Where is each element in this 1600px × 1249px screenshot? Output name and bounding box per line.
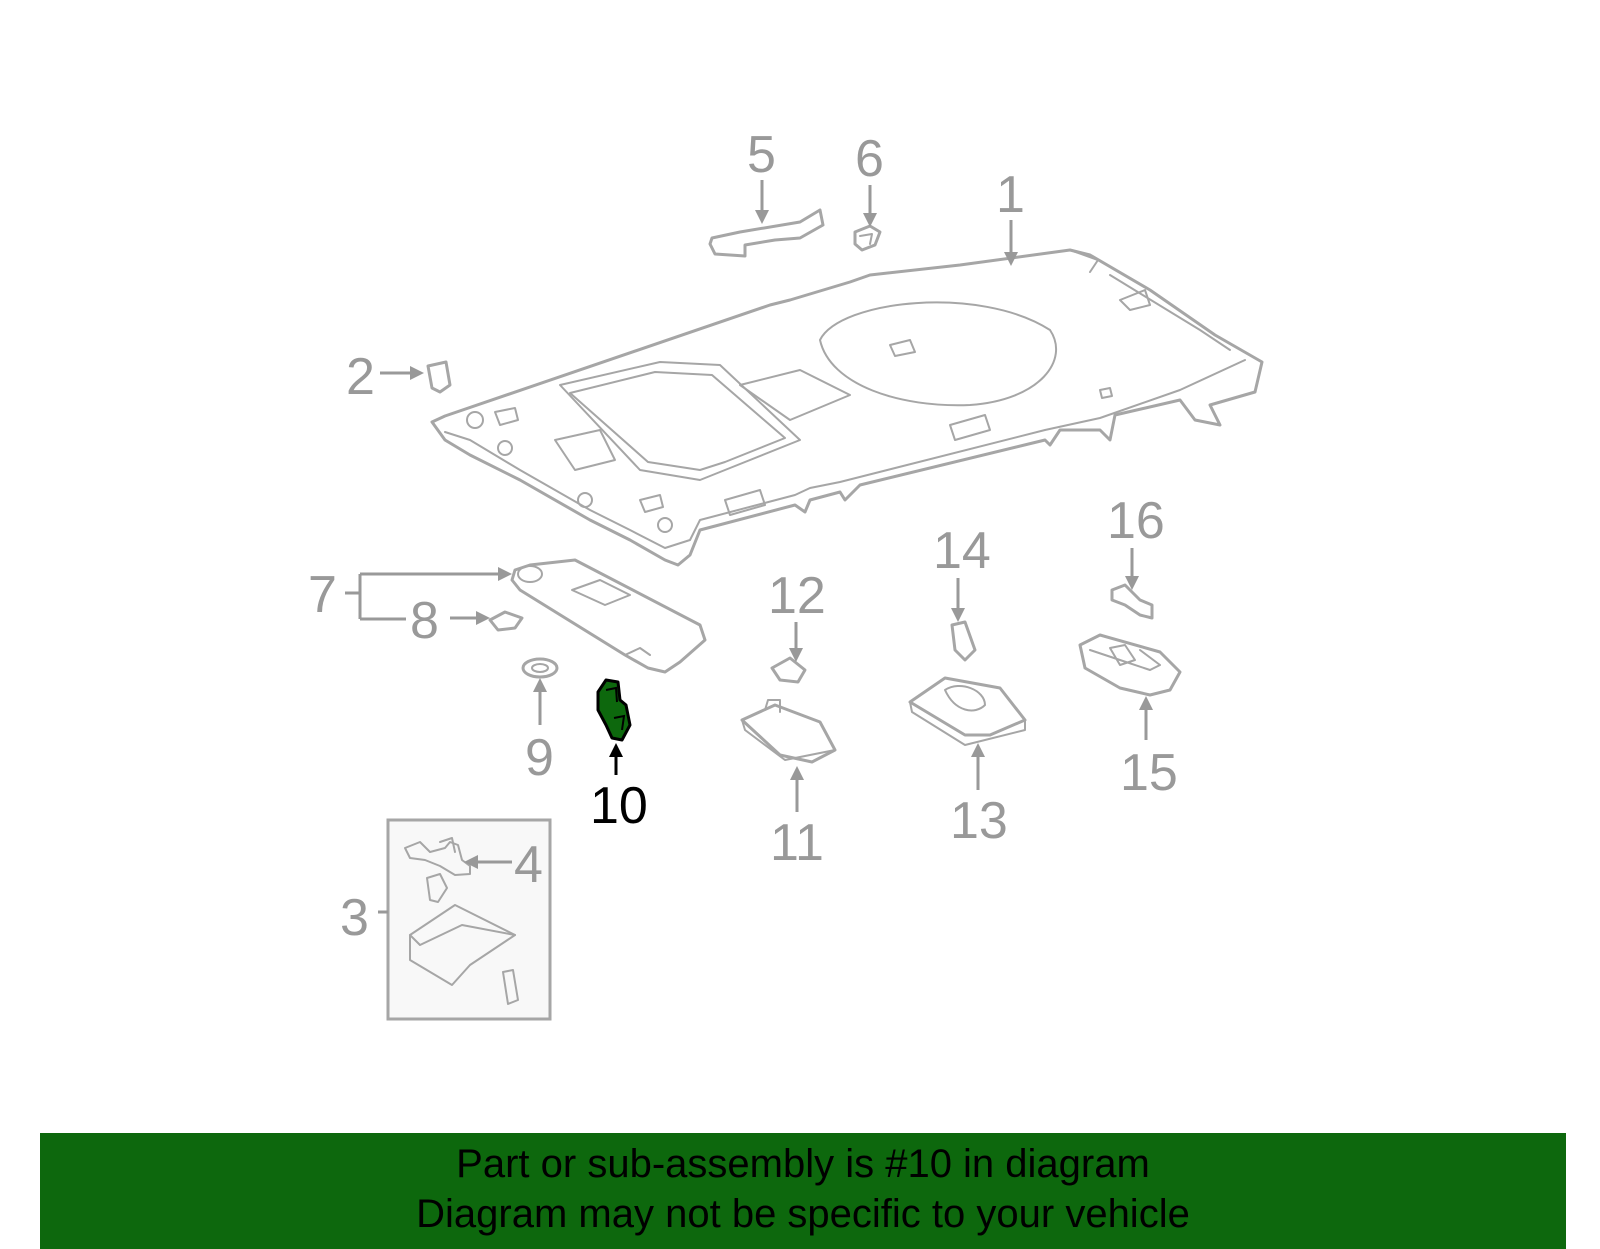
notice-banner: Part or sub-assembly is #10 in diagram D… bbox=[40, 1133, 1566, 1249]
callout-15: 15 bbox=[1120, 744, 1178, 802]
callout-9: 9 bbox=[525, 729, 554, 787]
callout-6: 6 bbox=[855, 130, 884, 188]
part-8-clip[interactable] bbox=[488, 610, 524, 632]
part-16-connector[interactable] bbox=[1110, 583, 1154, 620]
part-3-lamp-assembly[interactable] bbox=[386, 818, 552, 1021]
callout-3: 3 bbox=[340, 889, 369, 947]
part-15-lamp-cover[interactable] bbox=[1078, 633, 1182, 697]
callout-4: 4 bbox=[514, 836, 543, 894]
part-1-headliner[interactable] bbox=[430, 248, 1264, 567]
banner-part-line: Part or sub-assembly is #10 in diagram bbox=[456, 1142, 1150, 1186]
part-10-visor-holder[interactable] bbox=[596, 678, 632, 742]
callout-13: 13 bbox=[950, 792, 1008, 850]
callout-2: 2 bbox=[346, 348, 375, 406]
callout-1: 1 bbox=[996, 166, 1025, 224]
part-7-sun-visor[interactable] bbox=[510, 558, 707, 674]
callout-5: 5 bbox=[747, 126, 776, 184]
callout-11: 11 bbox=[770, 814, 824, 872]
callout-16: 16 bbox=[1107, 492, 1165, 550]
banner-disclaimer-line: Diagram may not be specific to your vehi… bbox=[416, 1192, 1190, 1236]
callout-7: 7 bbox=[308, 566, 337, 624]
callout-10[interactable]: 10 bbox=[590, 777, 648, 835]
part-11-lamp-housing[interactable] bbox=[740, 699, 837, 764]
part-2-clip[interactable] bbox=[426, 360, 452, 394]
callout-12: 12 bbox=[768, 567, 826, 625]
part-12-bulb[interactable] bbox=[770, 656, 807, 684]
leader-lines bbox=[345, 180, 1153, 914]
callout-8: 8 bbox=[410, 592, 439, 650]
part-6-clip[interactable] bbox=[853, 224, 882, 252]
callout-labels: 1 2 3 4 5 6 7 8 9 10 11 12 13 14 15 16 bbox=[308, 126, 1178, 947]
part-14-bulb[interactable] bbox=[950, 620, 977, 662]
part-9-grommet[interactable] bbox=[521, 657, 559, 679]
callout-14: 14 bbox=[933, 522, 991, 580]
part-13-lamp[interactable] bbox=[908, 676, 1027, 746]
part-5-grab-handle[interactable] bbox=[708, 208, 825, 258]
